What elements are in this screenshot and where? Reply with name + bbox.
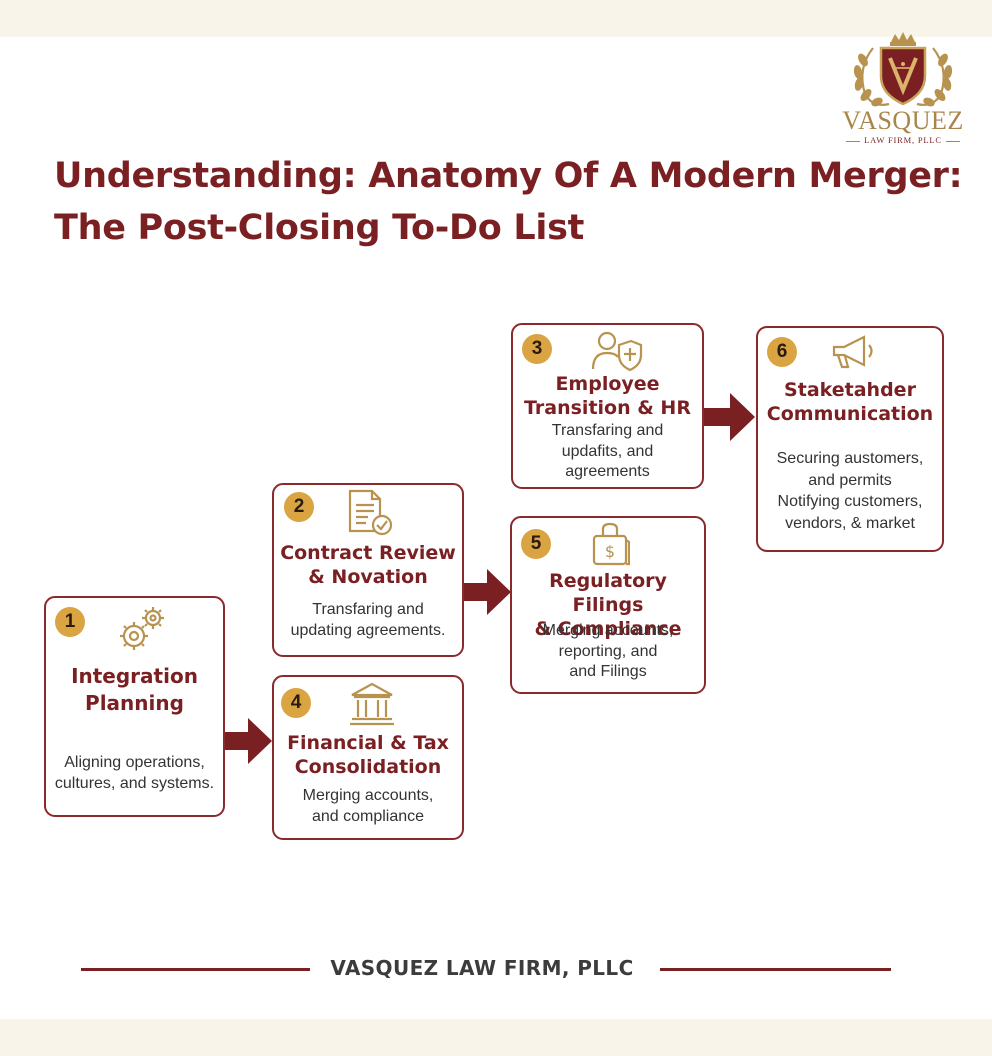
- step-badge: 4: [281, 688, 311, 718]
- footer-brand: VASQUEZ LAW FIRM, PLLC: [330, 956, 634, 980]
- step-title: Regulatory Filings & Compliance: [534, 570, 682, 640]
- step-description: Merging accounts, and compliance: [302, 787, 434, 825]
- step-title: Staketahder Communication: [766, 379, 934, 425]
- top-band: [0, 0, 992, 37]
- step-description: Transfaring and updating agreements.: [290, 601, 446, 639]
- step-card-regulatory-filings: 5 $ Regulatory Filings & Compliance Merg…: [510, 516, 706, 694]
- footer-rule-right: [660, 968, 891, 971]
- step-badge: 5: [521, 529, 551, 559]
- step-badge: 6: [767, 337, 797, 367]
- step-card-employee-transition: 3 Employee Transition & HR Transfaring a…: [511, 323, 704, 489]
- step-badge: 1: [55, 607, 85, 637]
- step-title: Employee Transition & HR: [524, 373, 691, 419]
- footer-rule-left: [81, 968, 310, 971]
- arrow-right-icon: [222, 718, 272, 764]
- page-title: Understanding: Anatomy Of A Modern Merge…: [54, 150, 974, 254]
- title-line-1: Understanding: Anatomy Of A Modern Merge…: [54, 156, 963, 196]
- money-bag-icon: $: [592, 522, 630, 566]
- logo-subtitle: LAW FIRM, PLLC: [838, 135, 968, 145]
- step-card-financial-tax: 4 Financial & Tax Consolidation Merging …: [272, 675, 464, 840]
- step-description: Securing austomers, and permits Notifyin…: [776, 450, 924, 532]
- svg-text:$: $: [605, 542, 615, 561]
- bank-building-icon: [350, 682, 394, 726]
- step-title: Integration Planning: [71, 664, 198, 715]
- step-title: Contract Review & Novation: [280, 542, 456, 588]
- person-shield-icon: [591, 331, 643, 372]
- title-line-2: The Post-Closing To-Do List: [54, 208, 585, 248]
- step-card-contract-review: 2 Contract Review & Novation Transfaring…: [272, 483, 464, 657]
- step-badge: 3: [522, 334, 552, 364]
- step-card-integration-planning: 1 Integration Planning Aligning operatio…: [44, 596, 225, 817]
- step-description: Aligning operations, cultures, and syste…: [54, 754, 215, 792]
- megaphone-icon: [832, 335, 873, 369]
- gears-icon: [120, 607, 164, 650]
- document-check-icon: [348, 489, 393, 536]
- vasquez-crest-logo: [853, 32, 953, 107]
- step-description: Merging accounts, reporting, and and Fil…: [542, 622, 674, 680]
- step-description: Transfaring and updafits, and agreements: [551, 422, 664, 480]
- step-badge: 2: [284, 492, 314, 522]
- step-title: Financial & Tax Consolidation: [287, 732, 449, 778]
- arrow-right-icon: [703, 393, 755, 441]
- arrow-right-icon: [461, 569, 511, 615]
- step-card-stakeholder-communication: 6 Staketahder Communication Securing aus…: [756, 326, 944, 552]
- logo-wordmark: VASQUEZ: [842, 106, 964, 135]
- bottom-band: [0, 1019, 992, 1056]
